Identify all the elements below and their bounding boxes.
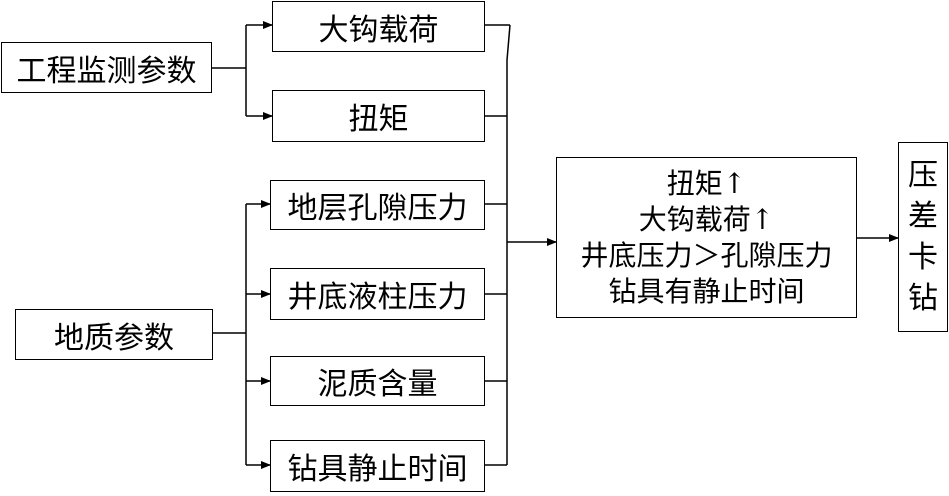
condition-line-3: 井底压力＞孔隙压力 bbox=[580, 238, 833, 272]
result-box: 压 差 卡 钻 bbox=[898, 142, 948, 332]
engineering-params-box: 工程监测参数 bbox=[1, 42, 212, 93]
hook-load-label: 大钩载荷 bbox=[318, 12, 439, 48]
bottom-pressure-label: 井底液柱压力 bbox=[287, 280, 468, 315]
result-char-3: 卡 bbox=[908, 240, 938, 275]
geology-params-box: 地质参数 bbox=[15, 309, 213, 360]
condition-line-1: 扭矩↑ bbox=[666, 166, 747, 200]
geology-params-label: 地质参数 bbox=[54, 320, 174, 356]
clay-content-label: 泥质含量 bbox=[317, 367, 438, 402]
result-char-4: 钻 bbox=[908, 281, 938, 316]
condition-line-2: 大钩载荷↑ bbox=[638, 202, 775, 236]
result-char-1: 压 bbox=[908, 158, 938, 193]
static-time-box: 钻具静止时间 bbox=[270, 440, 485, 492]
torque-label: 扭矩 bbox=[348, 102, 409, 137]
pore-pressure-box: 地层孔隙压力 bbox=[270, 180, 485, 230]
torque-box: 扭矩 bbox=[272, 90, 485, 142]
pore-pressure-label: 地层孔隙压力 bbox=[287, 191, 468, 226]
bottom-pressure-box: 井底液柱压力 bbox=[270, 268, 485, 320]
condition-box: 扭矩↑ 大钩载荷↑ 井底压力＞孔隙压力 钻具有静止时间 bbox=[556, 157, 857, 318]
static-time-label: 钻具静止时间 bbox=[287, 452, 468, 487]
engineering-params-label: 工程监测参数 bbox=[16, 53, 197, 89]
result-char-2: 差 bbox=[908, 199, 938, 234]
hook-load-box: 大钩载荷 bbox=[272, 1, 485, 52]
condition-line-4: 钻具有静止时间 bbox=[608, 274, 805, 308]
clay-content-box: 泥质含量 bbox=[270, 356, 485, 406]
